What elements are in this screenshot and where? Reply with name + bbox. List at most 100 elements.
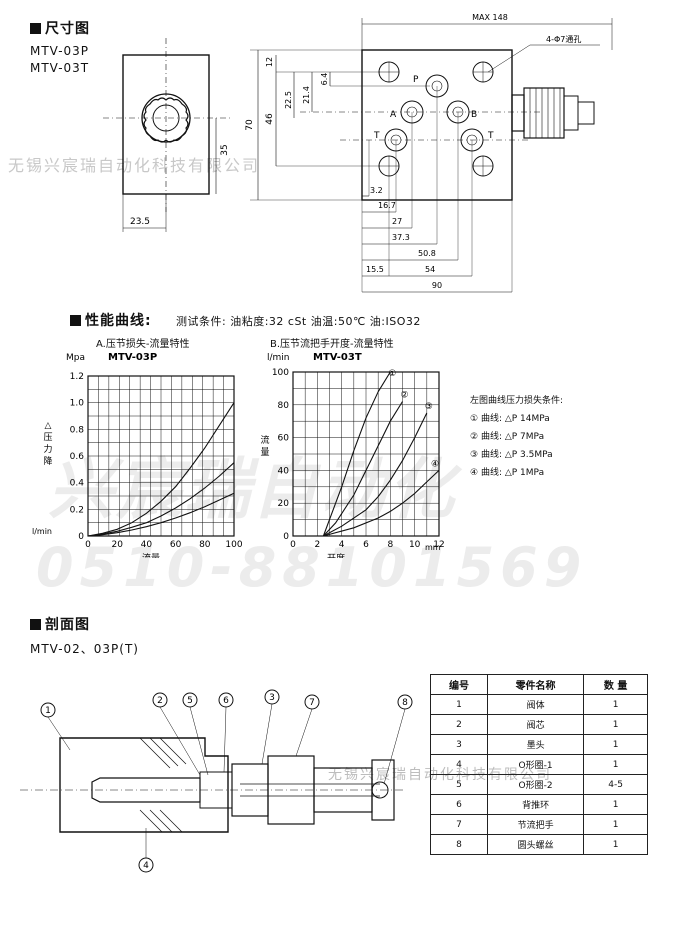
legend-mark: ④ [470,468,479,478]
callout-8: 8 [402,698,408,708]
bolt-hole [472,155,494,177]
section-model: MTV-02、03P(T) [30,642,139,656]
performance-section-title: 性能曲线: [70,310,152,330]
dim-max-148: MAX 148 [472,13,508,22]
dim-46: 46 [265,113,275,125]
x-tick-label: 4 [339,540,345,550]
part-name: 墨头 [486,734,585,755]
section-view-title: 剖面图 [30,614,90,634]
part-number: 5 [430,774,488,795]
part-name: 背推环 [486,794,585,815]
part-name: 圆头螺丝 [486,834,585,855]
dim-21-4: 21.4 [302,86,311,104]
y-tick-label: 60 [278,434,290,444]
y-axis-label-char: △ [45,421,52,431]
chart-b-opening-flow: 024681012020406080100MTV-03Tl/minmm开度流量①… [260,352,444,558]
dim-23-5: 23.5 [130,217,150,227]
dim-35: 35 [220,144,230,155]
part-quantity: 4-5 [583,774,648,795]
part-quantity: 1 [583,754,648,775]
legend-text: 曲线: △P 3.5MPa [480,450,553,460]
y-tick-label: 40 [278,466,290,476]
knob-icon [141,93,191,143]
series-label: ④ [431,459,439,469]
y-unit-label: l/min [267,353,290,363]
legend-title: 左图曲线压力损失条件: [470,396,564,406]
col-quantity: 数 量 [583,674,648,695]
series-line-2 [87,462,235,537]
col-part-name: 零件名称 [486,674,585,695]
x-tick-label: 2 [314,540,320,550]
part-name: O形圈-1 [486,754,585,775]
chart-title: MTV-03T [313,352,362,363]
section-title-text: 剖面图 [45,617,90,633]
x-tick-label: 8 [387,540,393,550]
holes-callout: 4-Φ7通孔 [546,34,581,44]
x-tick-label: 0 [290,540,296,550]
dim-22-5: 22.5 [284,91,293,109]
legend-item: ③ 曲线: △P 3.5MPa [470,446,563,464]
y-tick-label: 1.0 [70,399,85,409]
y-tick-label: 80 [278,401,290,411]
x-tick-label: 12 [433,540,444,550]
part-name: 阀芯 [486,714,585,735]
section-square-icon [30,23,41,34]
model-label-1: MTV-03P [30,44,90,58]
chart-a-caption: A.压节损失-流量特性 [96,339,190,350]
port-t-left-label: T [373,131,380,141]
test-conditions: 测试条件: 油粘度:32 cSt 油温:50℃ 油:ISO32 [176,315,421,328]
y-tick-label: 0.2 [70,505,84,515]
port-a-label: A [390,110,397,120]
y-tick-label: 20 [278,499,290,509]
y-tick-label: 100 [272,368,289,378]
legend-mark: ③ [470,450,479,460]
part-number: 3 [430,734,488,755]
section-square-icon [30,619,41,630]
x-tick-label: 60 [170,540,182,550]
plot-frame [292,371,440,537]
series-line-3 [87,492,235,537]
part-quantity: 1 [583,734,648,755]
part-quantity: 1 [583,834,648,855]
model-label-2: MTV-03T [30,61,90,75]
series-line-1 [322,371,391,537]
dim-37-3: 37.3 [392,233,410,242]
dim-27: 27 [392,217,402,226]
x-unit-label: mm [425,543,441,552]
dim-90: 90 [432,281,442,290]
x-tick-label: 0 [85,540,91,550]
callout-2: 2 [157,696,163,706]
port-p-label: P [413,75,419,85]
part-number: 1 [430,694,488,715]
dimensions-section-title: 尺寸图 [30,18,90,38]
part-name: 节流把手 [486,814,585,835]
curve-legend: 左图曲线压力损失条件: ① 曲线: △P 14MPa ② 曲线: △P 7MPa… [470,392,563,482]
watermark-phone: 0510-88101569 [36,536,588,599]
dim-6-4: 6.4 [320,73,329,86]
y-axis-label-char: 量 [260,447,269,458]
legend-text: 曲线: △P 1MPa [480,468,545,478]
screw-head [371,781,389,799]
callout-1: 1 [45,706,51,716]
callout-4: 4 [143,861,149,871]
cross-section-drawing: 1 2 3 4 5 6 7 8 [20,689,413,873]
legend-text: 曲线: △P 14MPa [480,414,550,424]
dimension-drawing: 35 23.5 MAX 148 4-Φ7通孔 P A B T T [103,13,613,293]
valve-body-section [59,737,229,833]
chart-title: MTV-03P [108,352,157,363]
x-tick-label: 6 [363,540,369,550]
dim-12: 12 [265,57,274,67]
legend-item: ① 曲线: △P 14MPa [470,410,563,428]
x-axis-label: 开度 [327,552,345,558]
series-line-1 [87,402,235,537]
part-quantity: 1 [583,694,648,715]
part-number: 7 [430,814,488,835]
y-axis-label-char: 降 [43,455,52,467]
watermark-company-big: 兴宸瑞自动化 [48,451,456,528]
series-label: ① [388,369,396,379]
